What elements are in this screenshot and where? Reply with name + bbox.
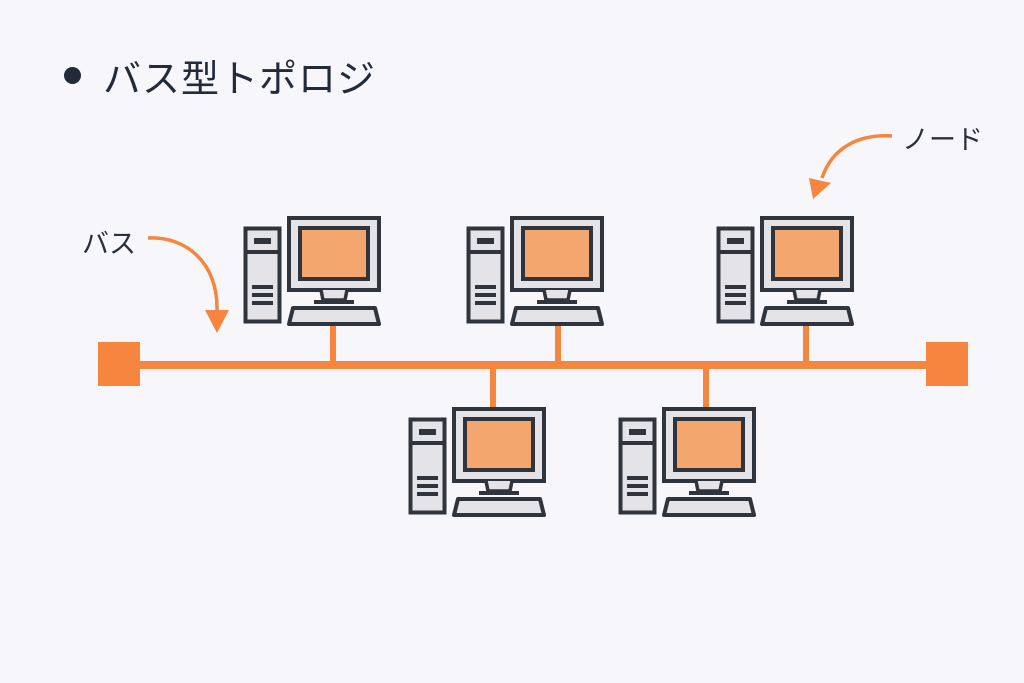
bullet-icon bbox=[64, 67, 81, 84]
node-arrow bbox=[809, 134, 893, 199]
diagram-title: バス型トポロジ bbox=[64, 48, 376, 103]
terminator-left bbox=[98, 342, 140, 386]
node-label: ノード bbox=[902, 125, 983, 156]
computer-icon-node-2 bbox=[466, 216, 604, 326]
drop-lines bbox=[330, 325, 809, 410]
bus-label: バス bbox=[82, 229, 136, 260]
bus-line bbox=[138, 361, 928, 369]
computer-icon-node-3 bbox=[716, 216, 854, 326]
arrowhead-icon bbox=[205, 310, 229, 333]
arrowhead-icon bbox=[809, 178, 831, 199]
computer-icon-node-5 bbox=[618, 407, 756, 517]
computer-icon-node-4 bbox=[408, 407, 546, 517]
terminator-right bbox=[926, 342, 968, 386]
bus-arrow bbox=[147, 236, 229, 333]
title-text: バス型トポロジ bbox=[103, 57, 377, 101]
computer-icon-node-1 bbox=[243, 216, 381, 326]
